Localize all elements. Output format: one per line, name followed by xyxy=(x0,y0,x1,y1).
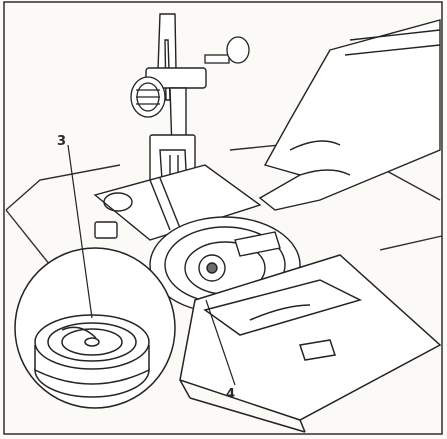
tension-knob xyxy=(131,77,165,117)
bobbin-icon xyxy=(35,315,149,397)
bobbin-detail-circle xyxy=(15,248,175,408)
callout-4: 4 xyxy=(226,387,235,402)
callout-3: 3 xyxy=(57,134,66,149)
hand xyxy=(260,20,440,210)
thumb-screw xyxy=(205,37,249,63)
